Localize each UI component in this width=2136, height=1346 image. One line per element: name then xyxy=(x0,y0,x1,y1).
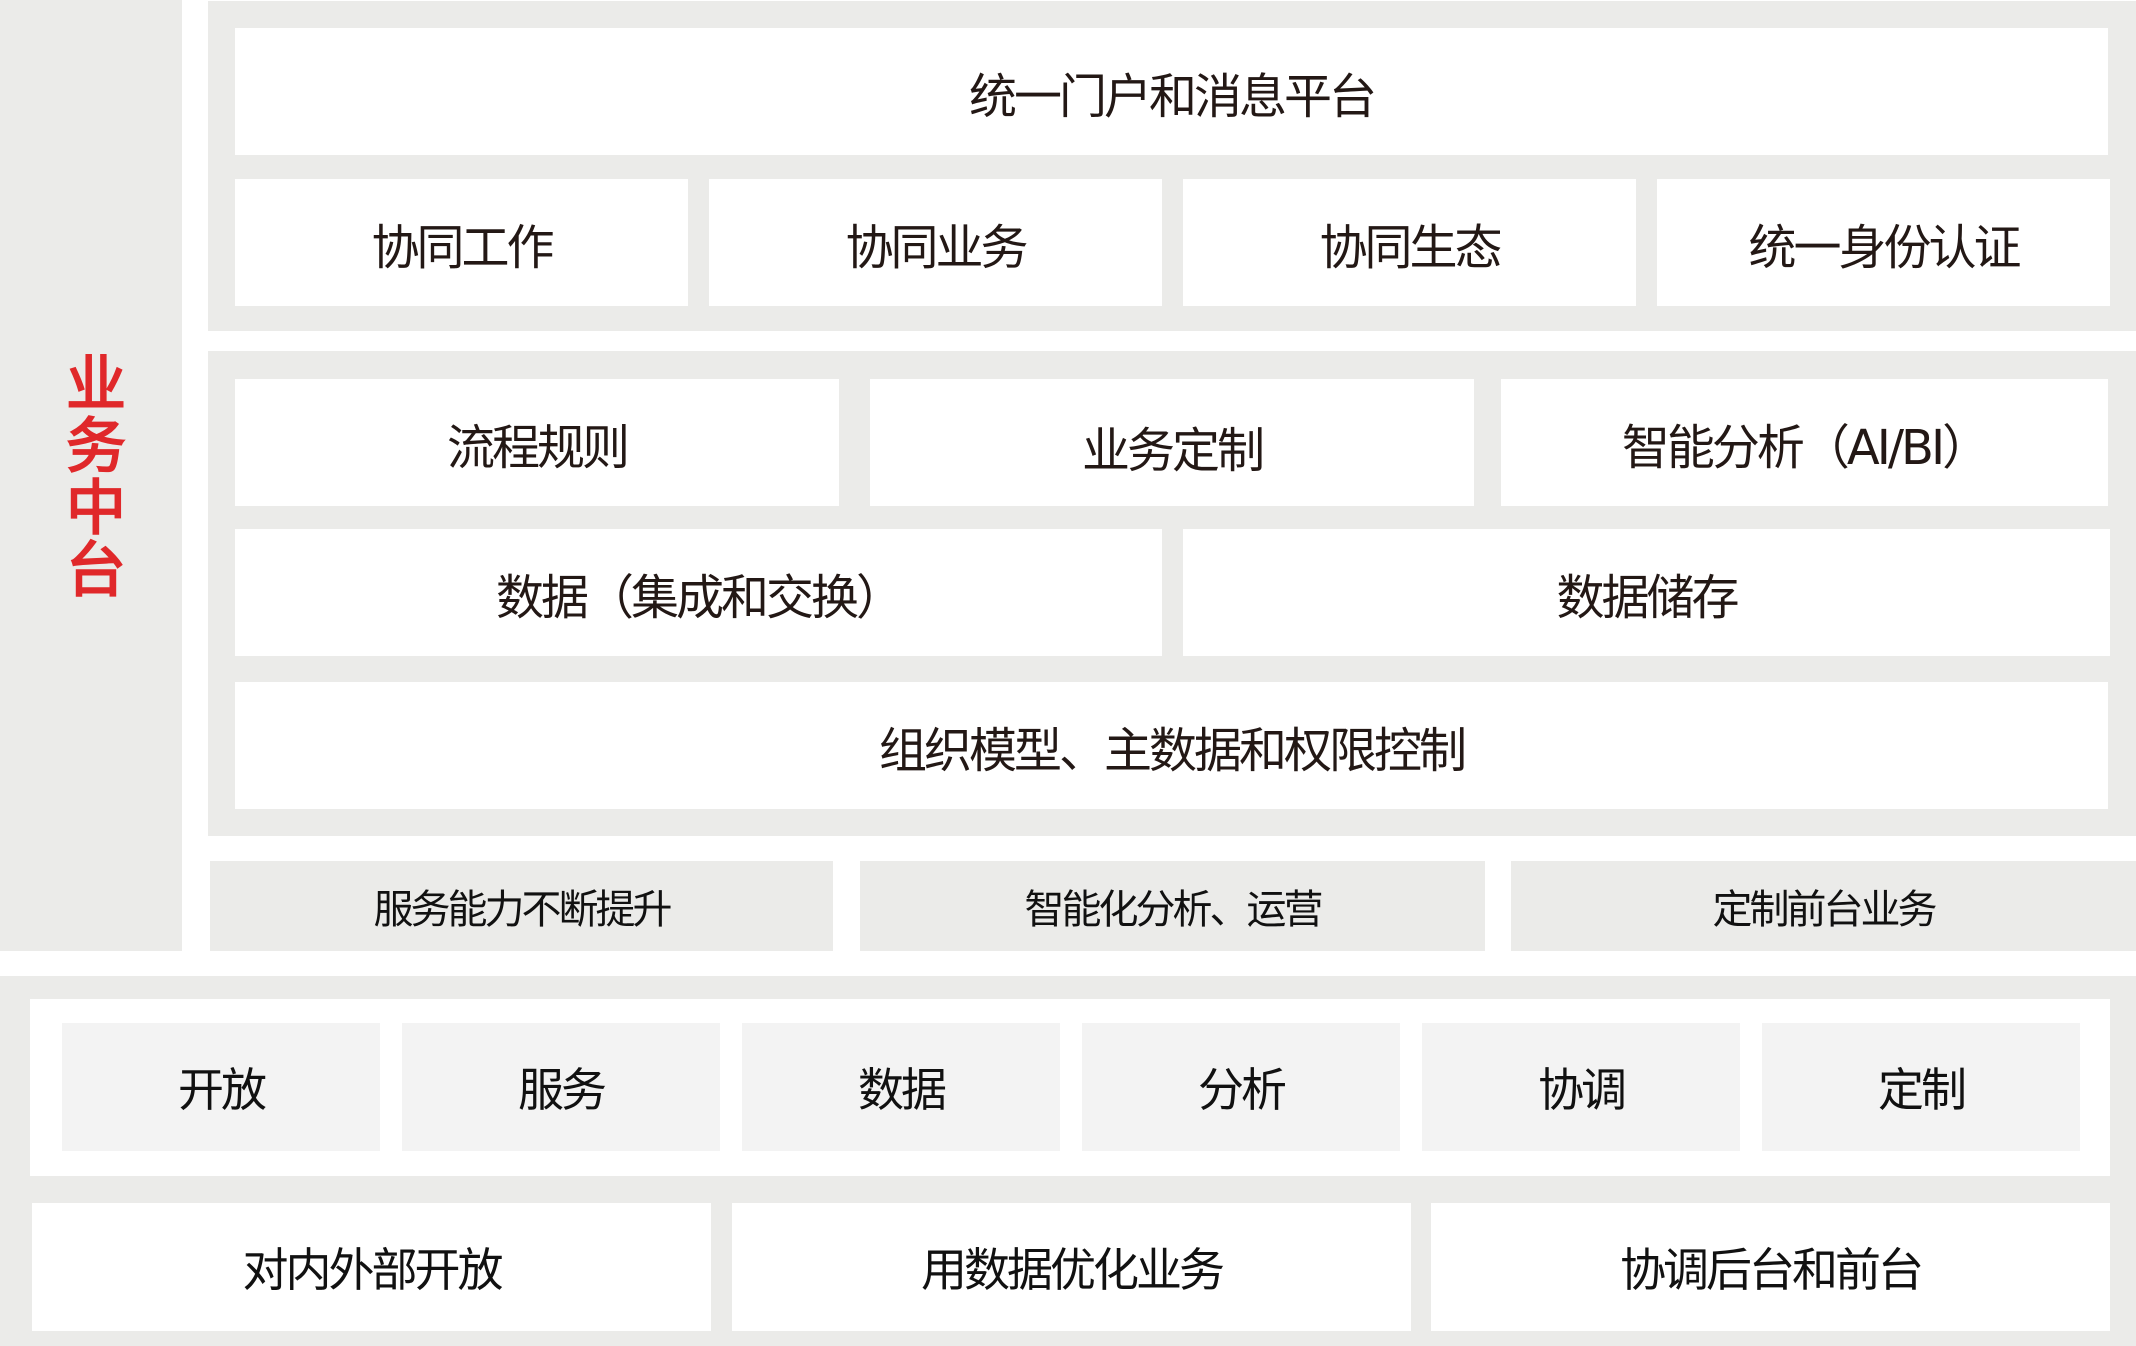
keyword-service-box: 服务 xyxy=(402,1023,720,1151)
outcome-data-box: 用数据优化业务 xyxy=(732,1203,1411,1331)
sidebar-label: 业务中台 xyxy=(55,351,126,600)
outcome-coordinate-box: 协调后台和前台 xyxy=(1431,1203,2110,1331)
data-storage-label: 数据储存 xyxy=(1556,569,1739,626)
sidebar-business-middle-platform: 业务中台 xyxy=(0,0,182,951)
keyword-coordination-label: 协调 xyxy=(1538,1063,1627,1117)
collab-work-label: 协同工作 xyxy=(371,219,554,276)
keyword-customization-box: 定制 xyxy=(1762,1023,2080,1151)
keyword-open-label: 开放 xyxy=(178,1063,267,1117)
custom-frontend-label: 定制前台业务 xyxy=(1712,887,1938,933)
org-model-box: 组织模型、主数据和权限控制 xyxy=(235,682,2108,809)
keyword-customization-label: 定制 xyxy=(1878,1063,1967,1117)
outcome-open-label: 对内外部开放 xyxy=(242,1243,504,1297)
keyword-analysis-label: 分析 xyxy=(1198,1063,1287,1117)
keyword-open-box: 开放 xyxy=(62,1023,380,1151)
keyword-data-box: 数据 xyxy=(742,1023,1060,1151)
keyword-coordination-box: 协调 xyxy=(1422,1023,1740,1151)
keyword-service-label: 服务 xyxy=(518,1063,607,1117)
intelligent-operations-label: 智能化分析、运营 xyxy=(1024,887,1324,933)
unified-identity-label: 统一身份认证 xyxy=(1748,219,2021,276)
keyword-data-label: 数据 xyxy=(858,1063,947,1117)
process-rules-box: 流程规则 xyxy=(235,379,839,506)
collab-business-label: 协同业务 xyxy=(845,219,1028,276)
unified-portal-box: 统一门户和消息平台 xyxy=(235,28,2108,155)
collab-ecosystem-label: 协同生态 xyxy=(1319,219,1502,276)
outcome-open-box: 对内外部开放 xyxy=(32,1203,711,1331)
unified-portal-label: 统一门户和消息平台 xyxy=(968,68,1377,125)
unified-identity-box: 统一身份认证 xyxy=(1657,179,2110,306)
collab-business-box: 协同业务 xyxy=(709,179,1162,306)
org-model-label: 组织模型、主数据和权限控制 xyxy=(878,722,1467,779)
process-rules-label: 流程规则 xyxy=(446,419,630,476)
data-integration-label: 数据（集成和交换） xyxy=(495,569,904,626)
outcome-data-label: 用数据优化业务 xyxy=(921,1243,1225,1297)
collab-ecosystem-box: 协同生态 xyxy=(1183,179,1636,306)
service-capability-box: 服务能力不断提升 xyxy=(210,861,833,951)
data-storage-box: 数据储存 xyxy=(1183,529,2110,656)
business-customization-label: 业务定制 xyxy=(1081,422,1265,479)
collab-work-box: 协同工作 xyxy=(235,179,688,306)
intelligent-analysis-label: 智能分析（AI/BI） xyxy=(1621,419,1990,476)
outcome-coordinate-label: 协调后台和前台 xyxy=(1620,1243,1924,1297)
intelligent-operations-box: 智能化分析、运营 xyxy=(860,861,1485,951)
service-capability-label: 服务能力不断提升 xyxy=(373,887,673,933)
custom-frontend-box: 定制前台业务 xyxy=(1511,861,2136,951)
business-customization-box: 业务定制 xyxy=(870,379,1474,506)
data-integration-box: 数据（集成和交换） xyxy=(235,529,1162,656)
intelligent-analysis-box: 智能分析（AI/BI） xyxy=(1501,379,2108,506)
keyword-analysis-box: 分析 xyxy=(1082,1023,1400,1151)
